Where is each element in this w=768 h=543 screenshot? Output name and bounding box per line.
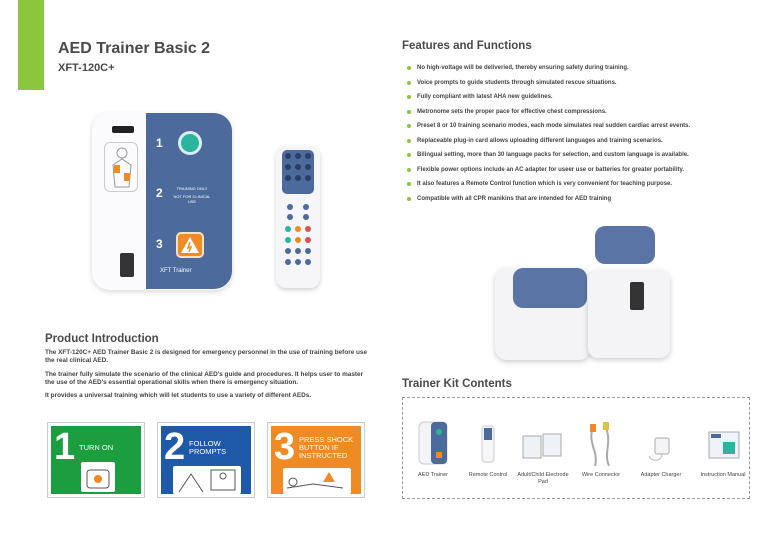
trainer-battery-cover	[595, 226, 655, 264]
remote-key	[295, 226, 301, 232]
feature-item: Bilingual setting, more than 30 language…	[406, 151, 690, 166]
instruction-manual-icon	[705, 412, 741, 468]
kit-heading: Trainer Kit Contents	[402, 378, 512, 390]
kit-item-electrode: Adult/Child Electrode Pad	[513, 408, 573, 488]
training-only-text: TRAINING ONLY	[176, 186, 208, 191]
not-for-clinical-text: NOT FOR CLINICAL USE	[173, 194, 211, 204]
feature-item: It also features a Remote Control functi…	[406, 180, 690, 195]
step-text: TURN ON	[79, 443, 114, 452]
features-heading: Features and Functions	[402, 40, 532, 52]
feature-item: Flexible power options include an AC ada…	[406, 166, 690, 181]
step-number-3: 3	[156, 237, 163, 251]
adapter-charger-icon	[643, 412, 679, 468]
shock-patient-icon	[283, 468, 351, 494]
kit-item-label: Remote Control	[468, 472, 508, 478]
feature-item: Voice prompts to guide students through …	[406, 79, 690, 94]
accent-bar	[18, 0, 44, 90]
kit-item-aed-trainer: AED Trainer	[403, 408, 463, 488]
remote-key	[295, 164, 301, 170]
aed-hand-icon	[81, 462, 115, 492]
feature-item: Metronome sets the proper pace for effec…	[406, 108, 690, 123]
feature-item: Compatible with all CPR manikins that ar…	[406, 195, 690, 210]
features-list: No high-voltage will be deliveried, ther…	[406, 64, 690, 209]
step-card-fill: 1 TURN ON	[51, 426, 141, 494]
kit-item-remote: Remote Control	[458, 408, 518, 488]
remote-key	[295, 237, 301, 243]
remote-key	[305, 153, 311, 159]
brand-label: XFT Trainer	[160, 268, 192, 274]
remote-key	[295, 259, 301, 265]
remote-key	[285, 226, 291, 232]
remote-key	[285, 259, 291, 265]
remote-key	[285, 237, 291, 243]
remote-key	[305, 248, 311, 254]
feature-item: Preset 8 or 10 training scenario modes, …	[406, 122, 690, 137]
kit-item-adapter: Adapter Charger	[631, 408, 691, 488]
remote-key	[285, 153, 291, 159]
intro-paragraph: The XFT-120C+ AED Trainer Basic 2 is des…	[45, 349, 368, 364]
feature-item: Replaceable plug-in card allows uploadin…	[406, 137, 690, 152]
remote-key	[285, 175, 291, 181]
step-number: 1	[54, 426, 76, 468]
step-number-1: 1	[156, 136, 163, 150]
kit-contents-box: AED Trainer Remote Control Adult/Child E…	[402, 397, 750, 499]
step-card-fill: 2 FOLLOW PROMPTS	[161, 426, 251, 494]
step-card-turn-on: 1 TURN ON	[47, 422, 145, 498]
intro-heading: Product Introduction	[45, 333, 159, 345]
aed-trainer-icon	[415, 412, 451, 468]
remote-key	[305, 175, 311, 181]
connector-port	[120, 253, 134, 277]
remote-key	[305, 226, 311, 232]
kit-item-label: Adapter Charger	[640, 472, 682, 478]
step-number: 2	[164, 426, 186, 468]
remote-key	[303, 204, 309, 210]
remote-control-icon	[470, 412, 506, 468]
remote-key	[305, 164, 311, 170]
patient-pads-icon	[173, 466, 241, 494]
power-button-icon	[178, 131, 202, 155]
page-title: AED Trainer Basic 2	[58, 40, 211, 57]
step-card-fill: 3 PRESS SHOCK BUTTON IF INSTRUCTED	[271, 426, 361, 494]
kit-item-label: Wire Connector	[581, 472, 621, 478]
feature-item: No high-voltage will be deliveried, ther…	[406, 64, 690, 79]
feature-item: Fully compliant with latest AHA new guid…	[406, 93, 690, 108]
trainer-open-image	[588, 270, 670, 358]
remote-key	[287, 214, 293, 220]
battery-icon	[630, 282, 644, 310]
step-text: FOLLOW PROMPTS	[189, 439, 227, 456]
shock-button-icon	[176, 232, 204, 258]
step-card-follow-prompts: 2 FOLLOW PROMPTS	[157, 422, 255, 498]
electrode-pad-icon	[519, 412, 567, 468]
intro-paragraph: The trainer fully simulate the scenario …	[45, 371, 364, 386]
remote-key	[295, 175, 301, 181]
remote-key	[295, 153, 301, 159]
remote-key	[287, 204, 293, 210]
step-text: PRESS SHOCK BUTTON IF INSTRUCTED	[299, 435, 354, 460]
kit-item-wire: Wire Connector	[571, 408, 631, 488]
intro-paragraph: It provides a universal training which w…	[45, 392, 312, 399]
remote-key	[305, 237, 311, 243]
kit-item-label: AED Trainer	[418, 472, 448, 478]
remote-key	[303, 214, 309, 220]
kit-item-label: Instruction Manual	[700, 472, 746, 478]
kit-item-manual: Instruction Manual	[693, 408, 753, 488]
remote-key	[305, 259, 311, 265]
remote-key	[285, 248, 291, 254]
step-number-2: 2	[156, 186, 163, 200]
trainer-lid	[513, 268, 587, 308]
body-diagram-icon	[104, 142, 138, 192]
card-slot	[112, 126, 134, 133]
model-number: XFT-120C+	[58, 62, 115, 74]
step-number: 3	[274, 426, 296, 468]
kit-item-label: Adult/Child Electrode Pad	[517, 472, 569, 485]
training-only-label: TRAINING ONLY NOT FOR CLINICAL USE	[172, 186, 212, 204]
step-card-press-shock: 3 PRESS SHOCK BUTTON IF INSTRUCTED	[267, 422, 365, 498]
remote-key	[295, 248, 301, 254]
wire-connector-icon	[583, 412, 619, 468]
remote-key	[285, 164, 291, 170]
